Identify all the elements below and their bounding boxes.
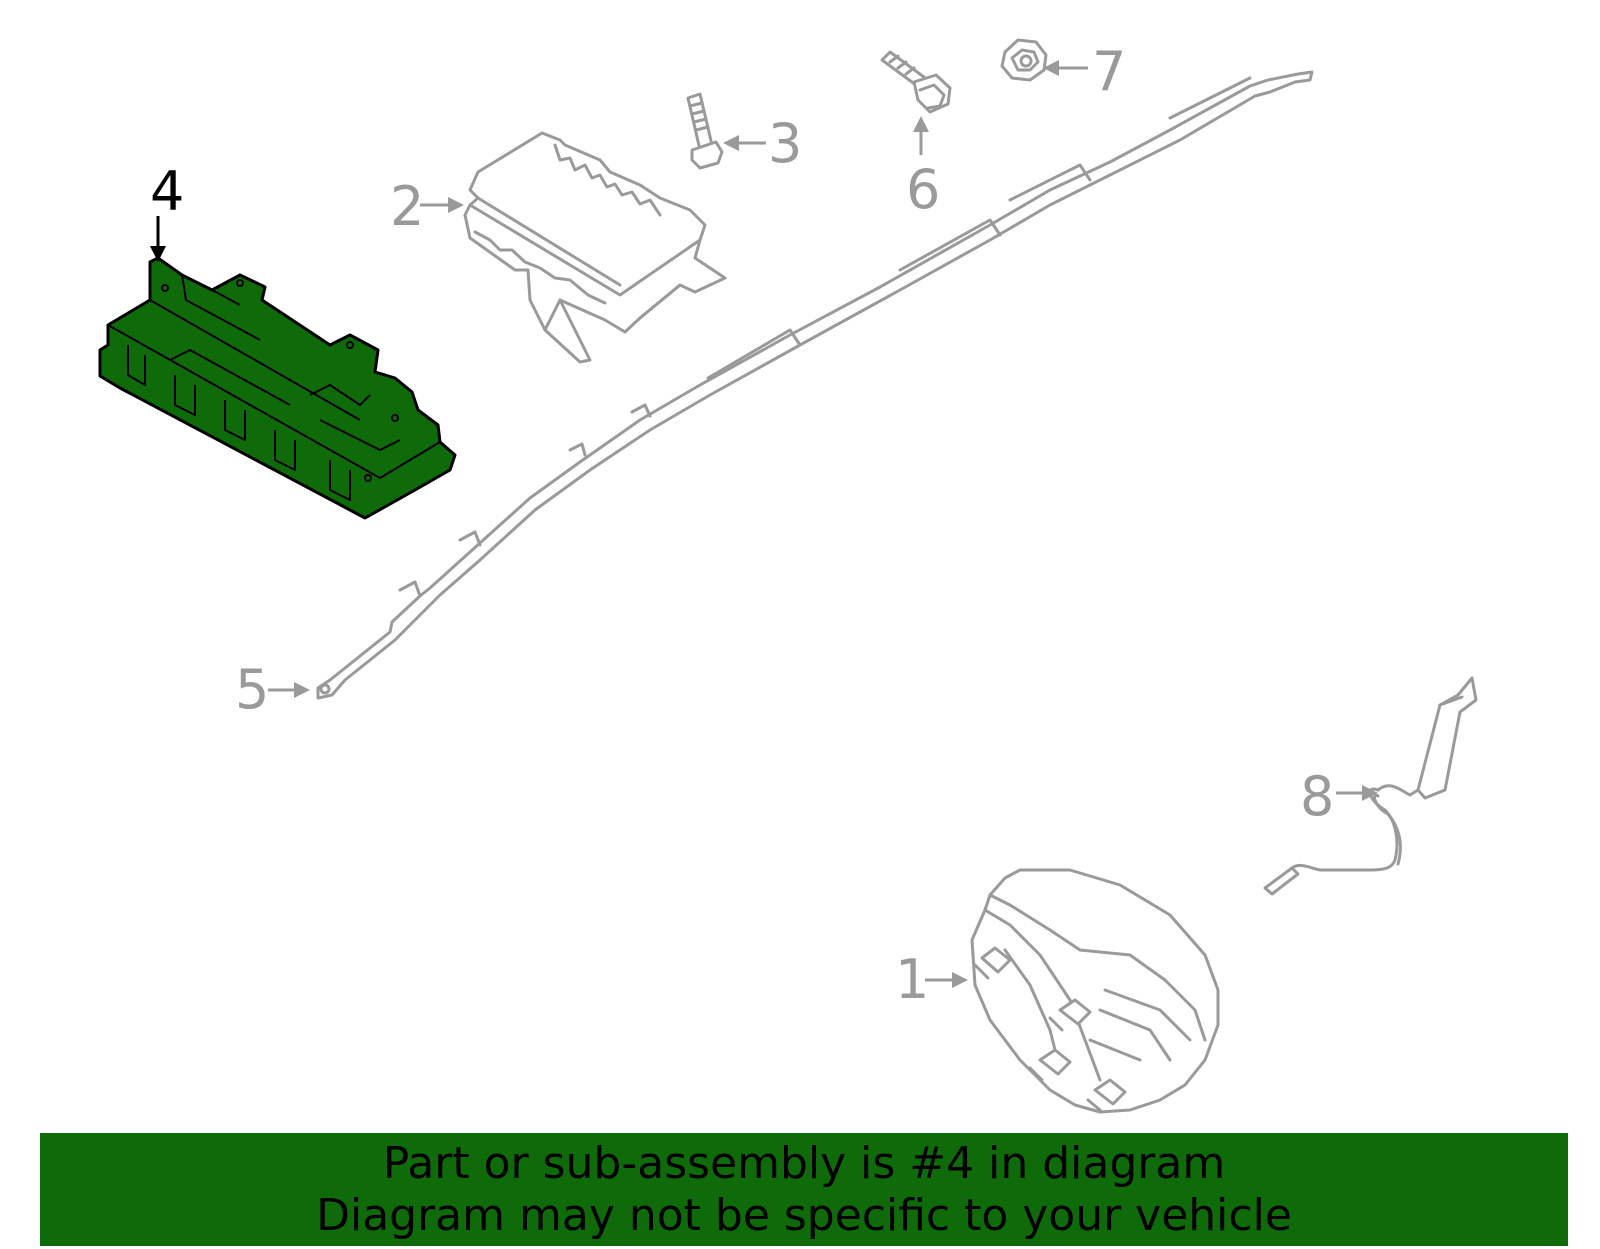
callout-2-arrowhead xyxy=(448,197,464,213)
callout-6: 6 xyxy=(906,158,940,221)
callout-6-arrowhead xyxy=(913,116,929,132)
callout-1-arrowhead xyxy=(952,972,968,988)
banner-line-1: Part or sub-assembly is #4 in diagram xyxy=(382,1137,1226,1189)
callout-1: 1 xyxy=(895,948,929,1011)
parts-diagram: 4 2 3 6 7 xyxy=(98,38,1478,1114)
callout-4: 4 xyxy=(150,160,184,223)
part-4-airbag-module[interactable] xyxy=(98,256,457,520)
callout-2: 2 xyxy=(390,175,424,238)
callout-7: 7 xyxy=(1092,40,1126,103)
callout-3-arrowhead xyxy=(723,135,739,151)
callout-3: 3 xyxy=(768,112,802,175)
part-7-nut[interactable] xyxy=(1000,38,1048,82)
part-3-bolt[interactable] xyxy=(686,92,724,170)
callout-5-arrowhead xyxy=(294,682,310,698)
part-6-bolt[interactable] xyxy=(880,50,952,114)
part-5-curtain-airbag[interactable] xyxy=(316,70,1314,700)
callout-7-arrowhead xyxy=(1043,60,1059,76)
banner-line-2: Diagram may not be specific to your vehi… xyxy=(316,1189,1292,1241)
part-2-airbag[interactable] xyxy=(463,131,727,364)
info-banner: Part or sub-assembly is #4 in diagram Di… xyxy=(40,1133,1568,1246)
callout-8-arrowhead xyxy=(1362,785,1378,801)
part-1-driver-airbag[interactable] xyxy=(970,868,1220,1114)
callout-4-arrowhead xyxy=(150,246,166,262)
part-8-sensor[interactable] xyxy=(1263,676,1478,896)
callout-8: 8 xyxy=(1300,765,1334,828)
callout-5: 5 xyxy=(235,658,269,721)
